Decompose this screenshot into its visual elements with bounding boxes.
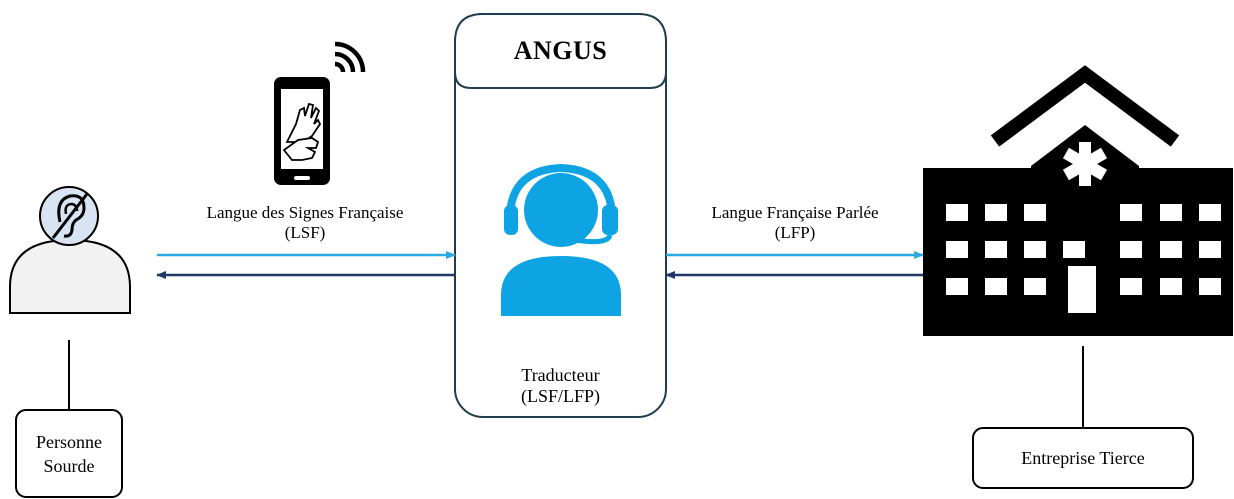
lfp-label-line1: Langue Française Parlée xyxy=(711,203,879,222)
personne-sourde-line2: Sourde xyxy=(43,455,95,476)
personne-sourde-label: Personne Sourde xyxy=(16,410,122,497)
medical-star xyxy=(1062,142,1108,186)
personne-sourde-box xyxy=(15,409,123,498)
personne-sourde-line1: Personne xyxy=(36,431,102,452)
angus-title: ANGUS xyxy=(513,36,608,65)
lfp-label-line2: (LFP) xyxy=(774,223,816,242)
entreprise-tierce-label: Entreprise Tierce xyxy=(1021,448,1145,468)
lsf-label-line2: (LSF) xyxy=(284,223,326,242)
traducteur-line1: Traducteur xyxy=(521,365,600,385)
traducteur-line2: (LSF/LFP) xyxy=(520,386,601,406)
traducteur-label: Traducteur (LSF/LFP) xyxy=(455,365,666,407)
entreprise-tierce-box xyxy=(972,427,1194,489)
hospital-building-icon xyxy=(923,65,1233,336)
lfp-label: Langue Française Parlée (LFP) xyxy=(670,203,920,243)
phone-sign-language-icon xyxy=(274,77,330,185)
deaf-ear-icon xyxy=(39,186,99,246)
lsf-label-line1: Langue des Signes Française xyxy=(206,203,404,222)
headset-agent-icon xyxy=(501,163,621,316)
wifi-signal-icon xyxy=(334,41,366,73)
lsf-label: Langue des Signes Française (LSF) xyxy=(150,203,460,243)
person-icon xyxy=(9,238,131,314)
